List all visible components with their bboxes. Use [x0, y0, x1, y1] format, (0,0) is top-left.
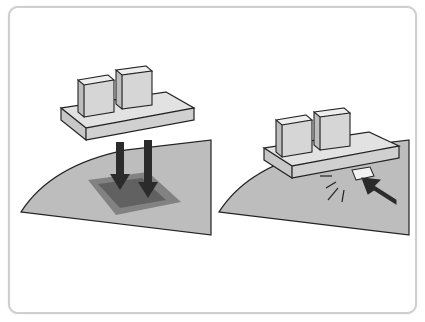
- block-left-2: [116, 66, 152, 109]
- block-left-1: [78, 75, 114, 117]
- panel-right: [214, 50, 414, 250]
- block-right-2: [314, 108, 350, 150]
- block-right-1: [276, 115, 312, 157]
- panel-left: [16, 50, 216, 250]
